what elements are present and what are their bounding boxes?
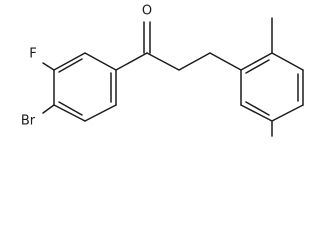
aromatic-double-bond bbox=[58, 101, 83, 116]
fluorine-label: F bbox=[29, 47, 36, 62]
chemical-structure-diagram: F Br O bbox=[21, 4, 304, 137]
left-ring-substituents: F Br bbox=[21, 47, 55, 129]
bond bbox=[84, 104, 117, 122]
bond bbox=[115, 52, 148, 71]
aromatic-double-bond bbox=[245, 101, 270, 116]
left-aromatic-ring bbox=[53, 52, 117, 122]
right-aromatic-ring bbox=[240, 52, 304, 122]
bond bbox=[240, 104, 273, 122]
bromo-bond bbox=[42, 104, 55, 114]
bromine-label: Br bbox=[21, 114, 36, 129]
propanone-chain: O bbox=[115, 4, 242, 71]
fluoro-bond bbox=[42, 62, 55, 71]
bond bbox=[84, 52, 117, 71]
bond bbox=[271, 104, 304, 122]
aromatic-double-bond bbox=[58, 58, 83, 73]
bond bbox=[53, 104, 86, 122]
chemical-structure-canvas: F Br O bbox=[20, 3, 304, 137]
bond bbox=[146, 52, 180, 71]
bond bbox=[240, 52, 273, 71]
oxygen-label: O bbox=[142, 4, 152, 19]
bond bbox=[271, 52, 304, 71]
aromatic-double-bond bbox=[245, 59, 270, 74]
bond bbox=[209, 52, 242, 71]
bond bbox=[178, 52, 211, 71]
bond bbox=[53, 52, 86, 71]
